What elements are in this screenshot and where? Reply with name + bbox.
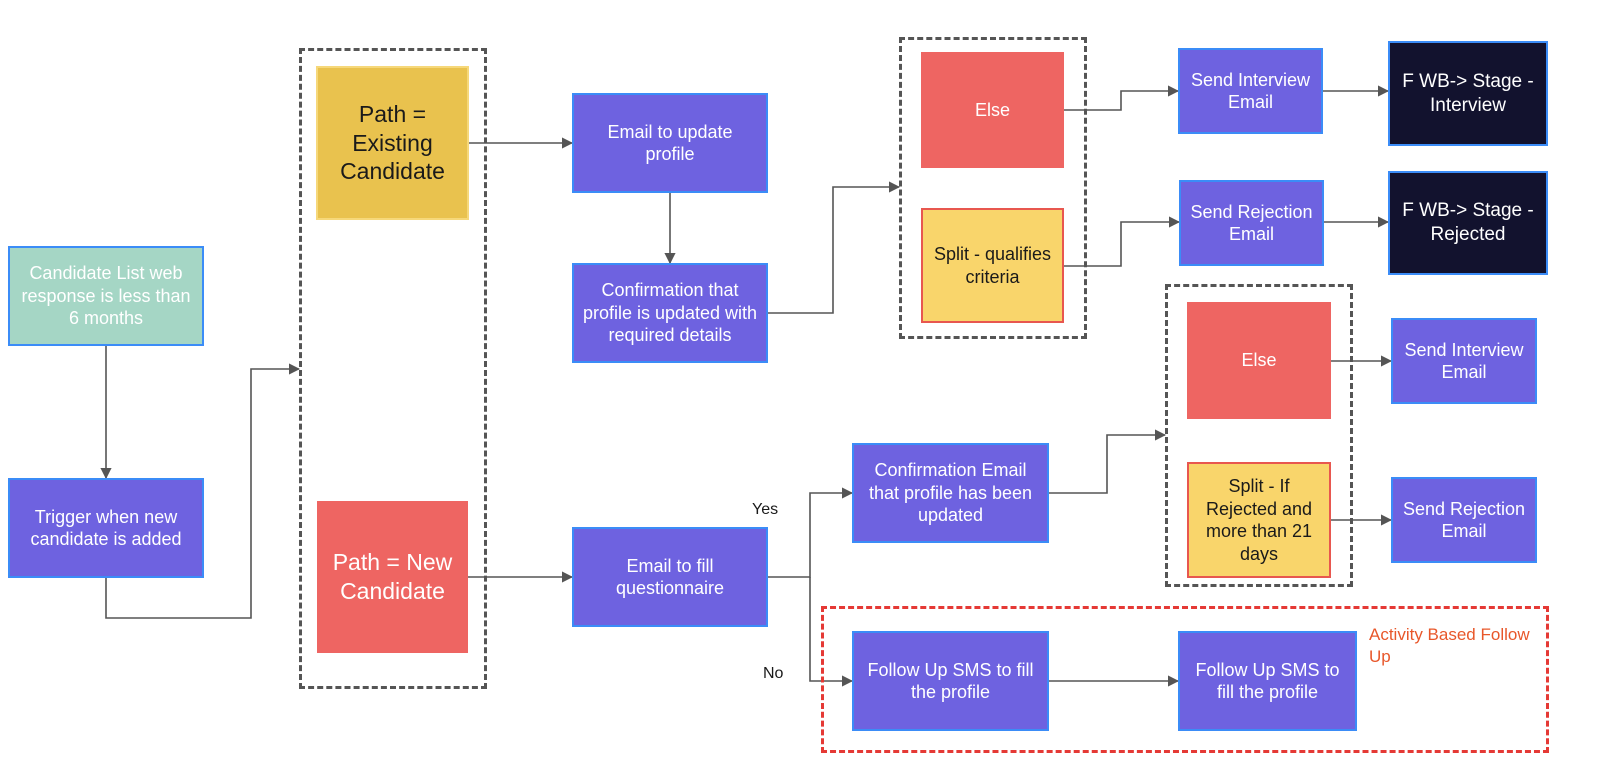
edge-questionnaire-no (809, 577, 854, 687)
else-bottom-node[interactable]: Else (1187, 302, 1331, 419)
edge-confirmation-email-to-split-group (1049, 429, 1167, 494)
edge-split-top-to-rejection (1064, 216, 1181, 267)
split-qualifies-node[interactable]: Split - qualifies criteria (921, 208, 1064, 323)
edge-else-top-to-interview (1064, 85, 1180, 111)
else-top-node[interactable]: Else (921, 52, 1064, 168)
send-interview-bottom-node[interactable]: Send Interview Email (1391, 318, 1537, 404)
activity-followup-label: Activity Based Follow Up (1369, 625, 1530, 667)
stage-rejected-node[interactable]: F WB-> Stage - Rejected (1388, 171, 1548, 275)
edge-confirmation-to-split-group (768, 181, 901, 314)
edge-label-yes: Yes (752, 501, 779, 518)
edge-label-no: No (763, 665, 784, 682)
split-rejected-21-node[interactable]: Split - If Rejected and more than 21 day… (1187, 462, 1331, 578)
stage-interview-node[interactable]: F WB-> Stage - Interview (1388, 41, 1548, 146)
confirmation-email-updated-node[interactable]: Confirmation Email that profile has been… (852, 443, 1049, 543)
split-group-top (899, 37, 1087, 339)
confirmation-profile-updated-node[interactable]: Confirmation that profile is updated wit… (572, 263, 768, 363)
activity-followup-group (821, 606, 1549, 753)
email-update-profile-node[interactable]: Email to update profile (572, 93, 768, 193)
edge-questionnaire-yes (768, 487, 854, 578)
edge-trigger-to-path-group (105, 363, 301, 619)
followup-sms-2-node[interactable]: Follow Up SMS to fill the profile (1178, 631, 1357, 731)
send-rejection-bottom-node[interactable]: Send Rejection Email (1391, 477, 1537, 563)
email-fill-questionnaire-node[interactable]: Email to fill questionnaire (572, 527, 768, 627)
path-new-node[interactable]: Path = New Candidate (317, 501, 468, 653)
trigger-node[interactable]: Trigger when new candidate is added (8, 478, 204, 578)
send-rejection-top-node[interactable]: Send Rejection Email (1179, 180, 1324, 266)
split-group-bottom (1165, 284, 1353, 587)
candidate-list-node[interactable]: Candidate List web response is less than… (8, 246, 204, 346)
send-interview-top-node[interactable]: Send Interview Email (1178, 48, 1323, 134)
path-existing-node[interactable]: Path = Existing Candidate (316, 66, 469, 220)
followup-sms-1-node[interactable]: Follow Up SMS to fill the profile (852, 631, 1049, 731)
path-group (299, 48, 487, 689)
